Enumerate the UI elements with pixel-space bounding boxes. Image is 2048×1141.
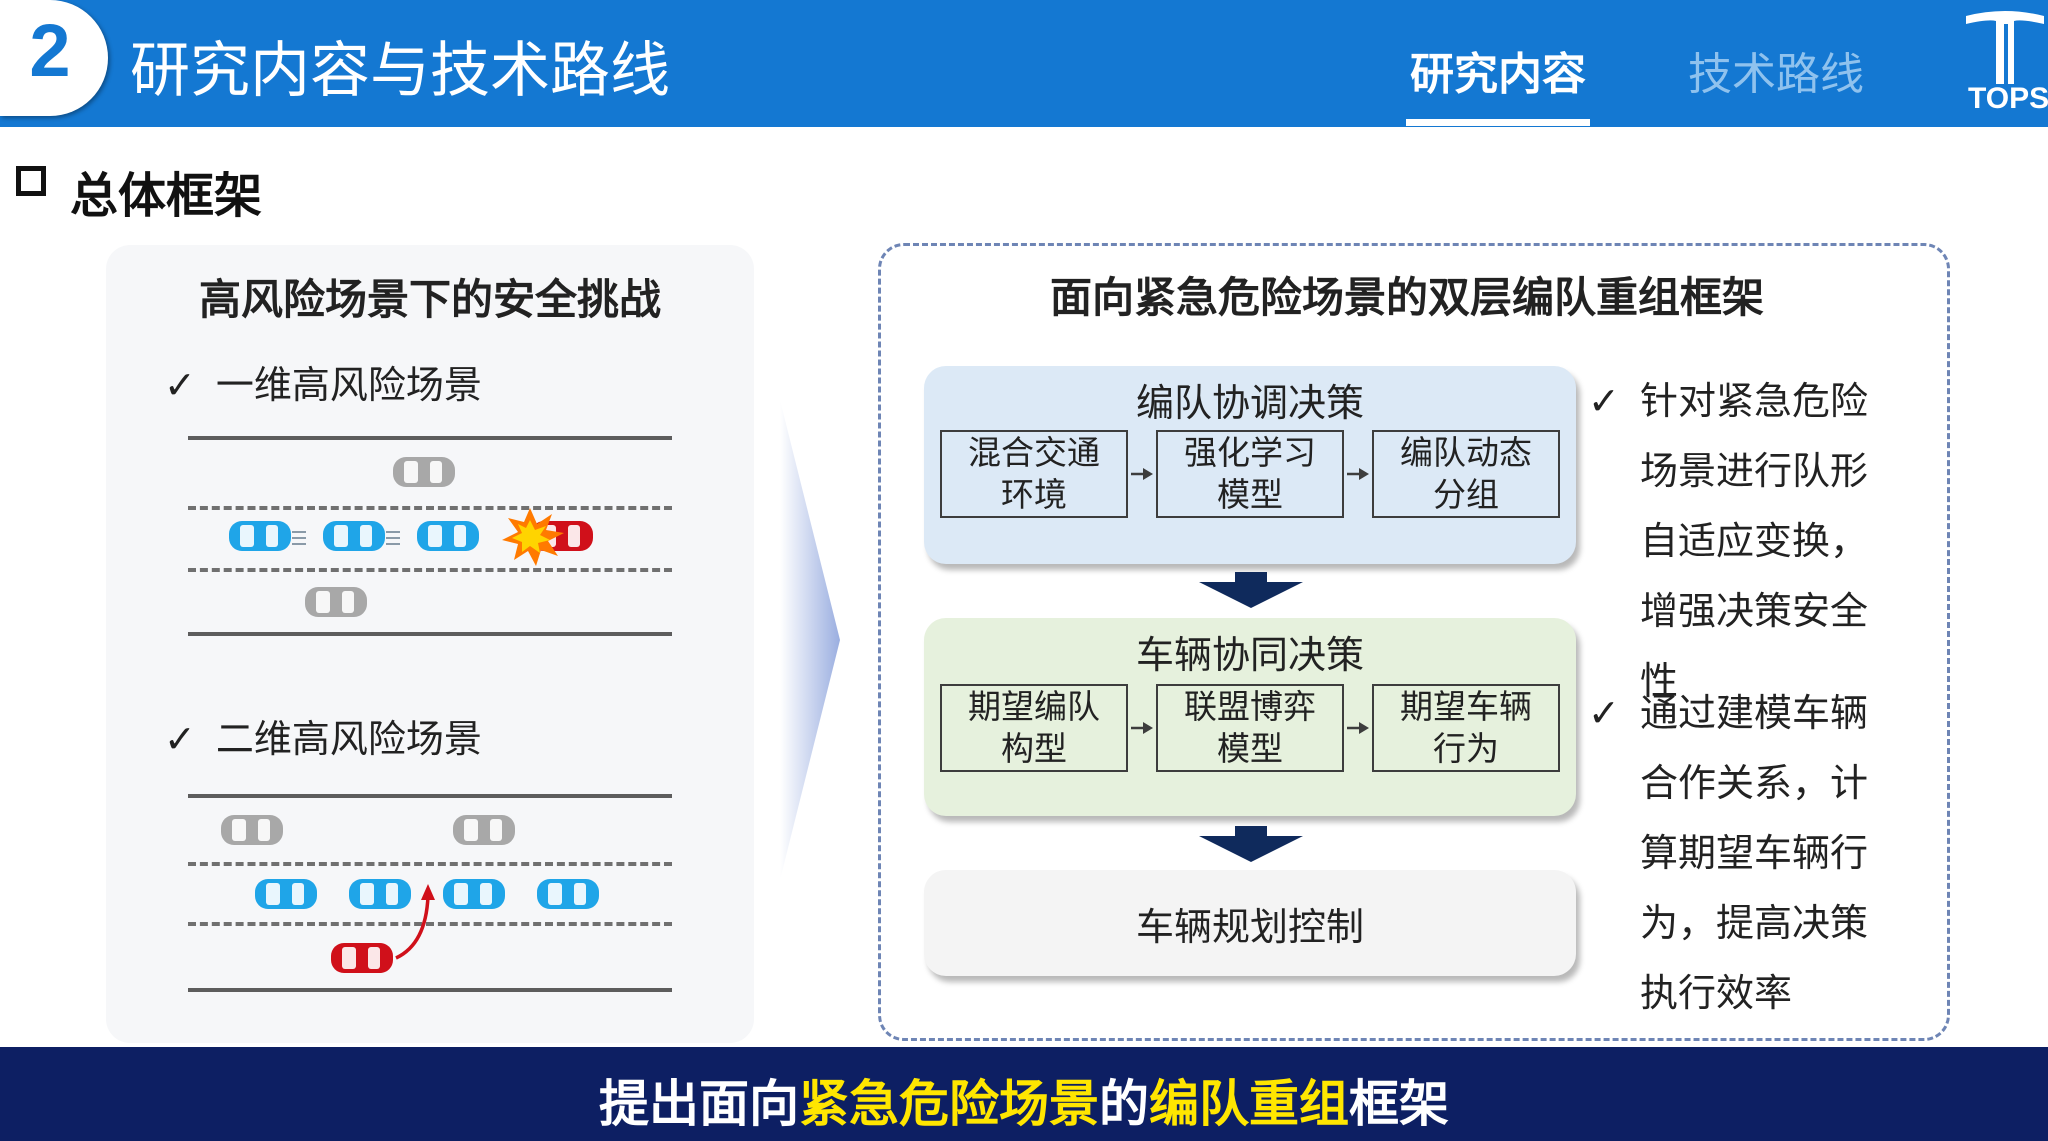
right-arrow-icon [1347,722,1369,734]
lane-change-arrow-icon [395,895,430,960]
right-arrow-icon [1131,722,1153,734]
platoon-coordination-group: 编队协调决策 混合交通 环境 强化学习 模型 编队动态 分组 [924,366,1576,564]
car-icon [417,521,479,551]
right-arrow-icon [1347,468,1369,480]
road-1d-diagram [188,436,672,640]
bullet-cooperation-model: ✓ 通过建模车辆合作关系，计算期望车辆行为，提高决策执行效率 [1588,678,1928,1015]
bullet-adaptive-formation: ✓ 针对紧急危险场景进行队形自适应变换，增强决策安全性 [1588,366,1928,703]
logo-text: TOPS [1968,82,2048,115]
framework-title: 面向紧急危险场景的双层编队重组框架 [1050,273,1765,322]
bullet-text: 针对紧急危险场景进行队形自适应变换，增强决策安全性 [1640,379,1869,703]
section-number-badge [0,0,108,116]
group-title: 车辆协同决策 [1135,633,1364,677]
vehicle-planning-control-group: 车辆规划控制 [924,870,1576,976]
scenario-1d-text: 一维高风险场景 [215,363,482,407]
group-title: 车辆规划控制 [1135,905,1364,949]
section-bullet-square [16,166,46,196]
car-icon [393,457,455,487]
section-title: 总体框架 [70,168,263,224]
step-dynamic-grouping: 编队动态 分组 [1372,430,1560,518]
step-expected-formation: 期望编队 构型 [940,684,1128,772]
car-icon [305,587,367,617]
page-title: 研究内容与技术路线 [130,36,670,106]
down-arrow-icon [1199,572,1303,608]
safety-challenge-panel [106,245,754,1043]
car-icon [537,879,599,909]
section-number: 2 [29,9,71,92]
car-icon [349,879,411,909]
car-icon [255,879,317,909]
car-icon [443,879,505,909]
car-icon [331,943,393,973]
bullet-text: 通过建模车辆合作关系，计算期望车辆行为，提高决策执行效率 [1640,691,1869,1015]
header-bar [0,0,2048,127]
check-icon: ✓ [1588,691,1620,735]
car-icon [229,521,291,551]
car-icon [323,521,385,551]
footer-text-part: 框架 [1349,1075,1449,1133]
footer-highlight: 编队重组 [1149,1075,1349,1133]
footer-conclusion: 提出面向紧急危险场景的编队重组框架 [0,1064,2048,1136]
step-coalition-game: 联盟博弈 模型 [1156,684,1344,772]
step-rl-model: 强化学习 模型 [1156,430,1344,518]
check-icon: ✓ [1588,379,1620,423]
down-arrow-icon [1199,826,1303,862]
check-icon: ✓ [164,717,196,761]
tab-research-content[interactable]: 研究内容 [1410,49,1586,100]
pointer-triangle [780,400,840,880]
vehicle-layer [221,457,599,973]
step-mixed-traffic: 混合交通 环境 [940,430,1128,518]
safety-challenge-title: 高风险场景下的安全挑战 [198,275,661,324]
footer-text-part: 的 [1099,1075,1149,1133]
scenario-2d-text: 二维高风险场景 [215,717,482,761]
scenario-1d-label: ✓ 一维高风险场景 [164,354,482,409]
right-arrow-icon [1131,468,1153,480]
check-icon: ✓ [164,363,196,407]
step-expected-behavior: 期望车辆 行为 [1372,684,1560,772]
car-icon [221,815,283,845]
tab-technical-route[interactable]: 技术路线 [1688,49,1864,100]
framework-panel [878,243,1950,1041]
car-icon [453,815,515,845]
road-2d-diagram [188,794,672,996]
active-tab-indicator [1406,119,1590,126]
footer-highlight: 紧急危险场景 [799,1075,1099,1133]
tops-logo-icon [1966,11,2044,84]
footer-text-part: 提出面向 [599,1075,799,1133]
vehicle-cooperation-group: 车辆协同决策 期望编队 构型 联盟博弈 模型 期望车辆 行为 [924,618,1576,816]
scenario-2d-label: ✓ 二维高风险场景 [164,708,482,763]
group-title: 编队协调决策 [1135,381,1364,425]
footer-bar [0,1047,2048,1141]
